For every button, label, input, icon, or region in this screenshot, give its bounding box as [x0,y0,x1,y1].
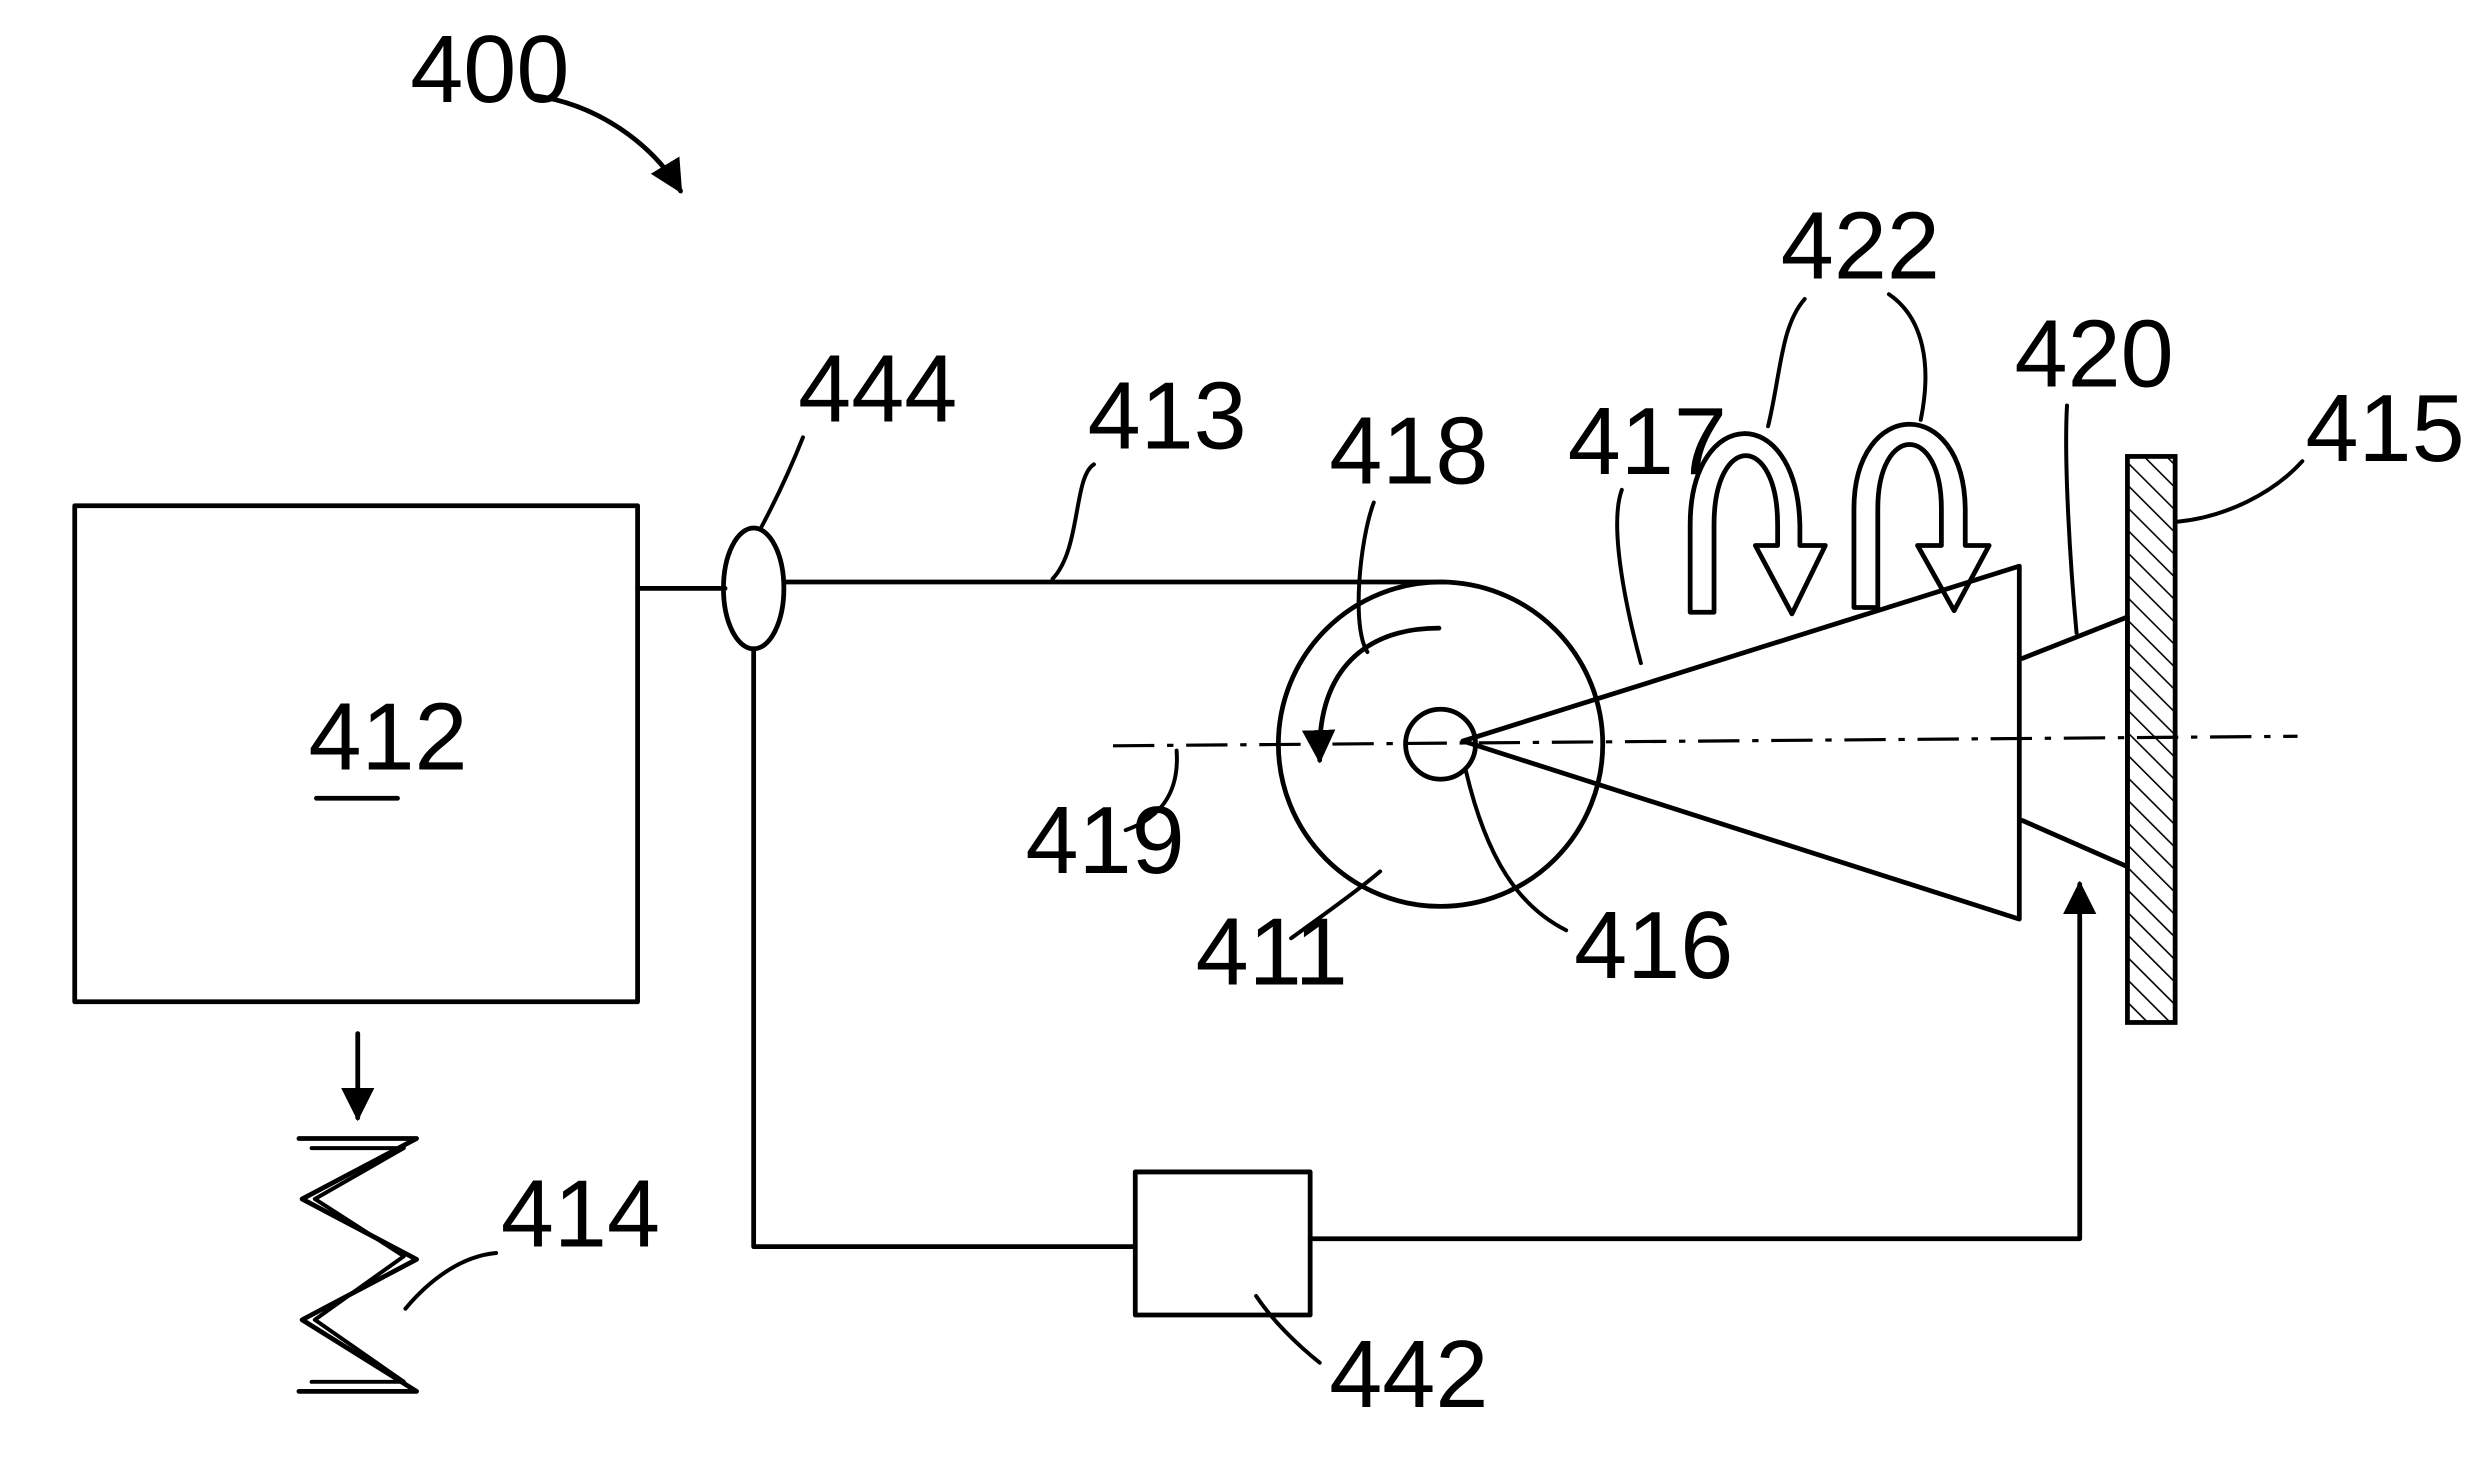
spin-arrow-right [1854,424,1989,610]
label-419: 419 [1026,788,1185,894]
leader-415 [2178,461,2302,521]
wheel-rotation-arrow [1320,628,1439,760]
leader-417 [1617,490,1641,663]
label-418: 418 [1329,398,1488,504]
leader-413 [1053,464,1094,578]
label-413: 413 [1088,363,1247,469]
output-wave-inner [312,1148,404,1382]
leader-418 [1359,503,1374,652]
workpiece [2127,456,2175,1022]
leader-420 [2066,406,2076,633]
controller-box [1135,1172,1310,1315]
label-442: 442 [1329,1322,1488,1428]
leader-422-right [1889,294,1925,420]
label-420: 420 [2015,301,2174,407]
leader-414 [405,1253,496,1309]
label-412: 412 [308,685,467,791]
label-417: 417 [1568,389,1727,495]
label-444: 444 [798,336,957,442]
axis-line [1113,736,2298,746]
leader-416 [1466,771,1566,930]
tip [2022,617,2127,867]
label-422: 422 [1781,193,1940,299]
label-400: 400 [410,17,569,123]
label-416: 416 [1574,893,1733,999]
label-415: 415 [2306,376,2465,482]
label-414: 414 [501,1162,660,1268]
leader-422-left [1768,299,1805,426]
leader-444 [760,437,803,529]
fiber-coupler [723,528,783,649]
feedback-line-left [754,649,1136,1247]
